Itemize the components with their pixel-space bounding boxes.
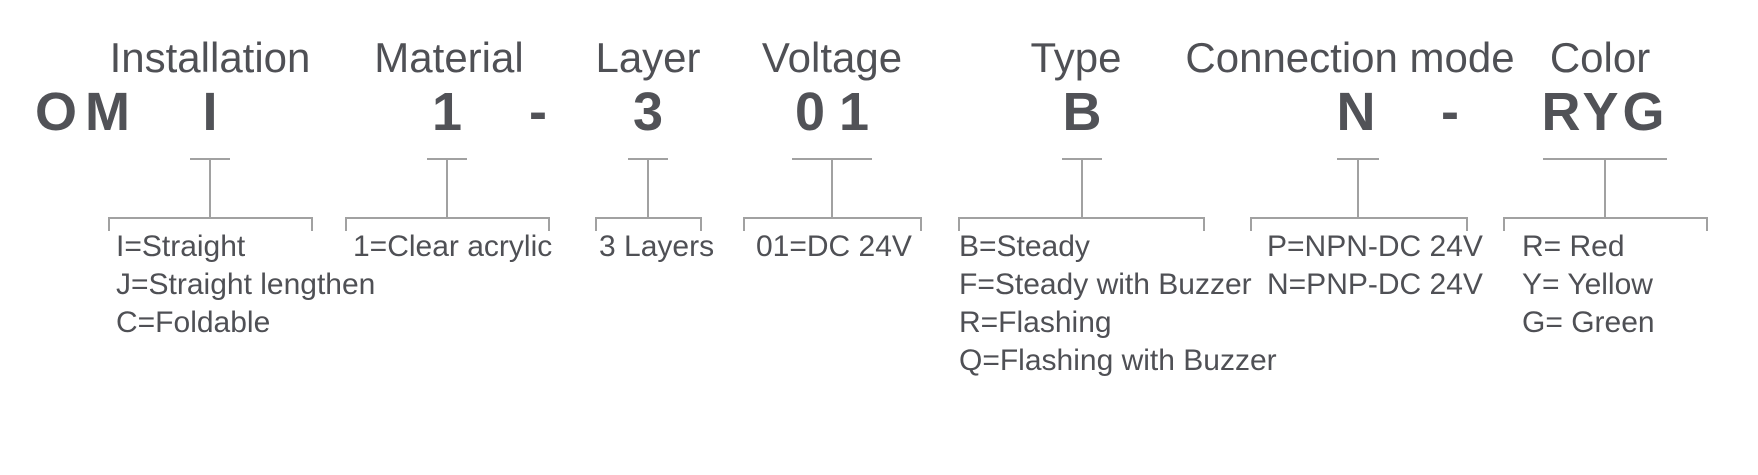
bracket-tick-right xyxy=(920,217,922,231)
tee-stem-line xyxy=(209,158,211,218)
option-line: F=Steady with Buzzer xyxy=(959,268,1252,301)
column-code-char: 01 xyxy=(794,82,884,142)
bracket-line xyxy=(743,217,922,219)
option-line: G= Green xyxy=(1522,306,1655,339)
tee-stem-line xyxy=(1081,158,1083,218)
tee-stem-line xyxy=(446,158,448,218)
option-list: 1=Clear acrylic xyxy=(353,228,552,266)
column-code-char: 1 xyxy=(431,82,463,142)
option-line: R= Red xyxy=(1522,230,1625,263)
column-header: Material xyxy=(374,34,524,81)
bracket-tick-right xyxy=(1706,217,1708,231)
bracket-line xyxy=(345,217,550,219)
option-list: 3 Layers xyxy=(599,228,714,266)
option-line: 1=Clear acrylic xyxy=(353,230,553,263)
bracket-tick-left xyxy=(345,217,347,231)
column-code-char: RYG xyxy=(1541,82,1669,142)
tee-stem-line xyxy=(647,158,649,218)
option-list: 01=DC 24V xyxy=(756,228,912,266)
option-line: Q=Flashing with Buzzer xyxy=(959,344,1277,377)
bracket-tick-left xyxy=(1250,217,1252,231)
bracket-tick-right xyxy=(1203,217,1205,231)
option-line: 01=DC 24V xyxy=(756,230,912,263)
column-code-char: I xyxy=(202,82,218,142)
option-line: Y= Yellow xyxy=(1522,268,1653,301)
option-list: I=Straight J=Straight lengthen C=Foldabl… xyxy=(116,228,375,342)
tee-stem-line xyxy=(1604,158,1606,218)
bracket-tick-left xyxy=(595,217,597,231)
model-code-prefix: OM xyxy=(35,82,138,142)
bracket-tick-right xyxy=(700,217,702,231)
bracket-tick-left xyxy=(958,217,960,231)
bracket-tick-right xyxy=(1466,217,1468,231)
option-list: R= Red Y= Yellow G= Green xyxy=(1522,228,1655,342)
model-code-separator-1: - xyxy=(529,82,547,142)
column-header: Layer xyxy=(595,34,701,81)
tee-stem-line xyxy=(831,158,833,218)
option-line: N=PNP-DC 24V xyxy=(1267,268,1483,301)
bracket-line xyxy=(595,217,702,219)
option-line: J=Straight lengthen xyxy=(116,268,376,301)
option-line: P=NPN-DC 24V xyxy=(1267,230,1483,263)
bracket-tick-right xyxy=(548,217,550,231)
column-header: Voltage xyxy=(761,34,903,81)
option-line: C=Foldable xyxy=(116,306,271,339)
column-code-char: 3 xyxy=(632,82,664,142)
column-header: Installation xyxy=(109,34,311,81)
column-code-char: N xyxy=(1336,82,1376,142)
option-list: B=Steady F=Steady with Buzzer R=Flashing… xyxy=(959,228,1277,380)
bracket-line xyxy=(1250,217,1468,219)
bracket-tick-left xyxy=(743,217,745,231)
tee-stem-line xyxy=(1357,158,1359,218)
bracket-line xyxy=(1503,217,1708,219)
column-header: Connection mode xyxy=(1185,34,1515,81)
bracket-line xyxy=(108,217,313,219)
bracket-tick-left xyxy=(108,217,110,231)
option-line: B=Steady xyxy=(959,230,1090,263)
bracket-tick-left xyxy=(1503,217,1505,231)
bracket-tick-right xyxy=(311,217,313,231)
column-code-char: B xyxy=(1062,82,1102,142)
option-line: I=Straight xyxy=(116,230,246,263)
option-line: R=Flashing xyxy=(959,306,1112,339)
option-list: P=NPN-DC 24V N=PNP-DC 24V xyxy=(1267,228,1483,304)
model-code-separator-2: - xyxy=(1441,82,1459,142)
option-line: 3 Layers xyxy=(599,230,715,263)
column-header: Color xyxy=(1549,34,1651,81)
bracket-line xyxy=(958,217,1205,219)
column-header: Type xyxy=(1030,34,1122,81)
